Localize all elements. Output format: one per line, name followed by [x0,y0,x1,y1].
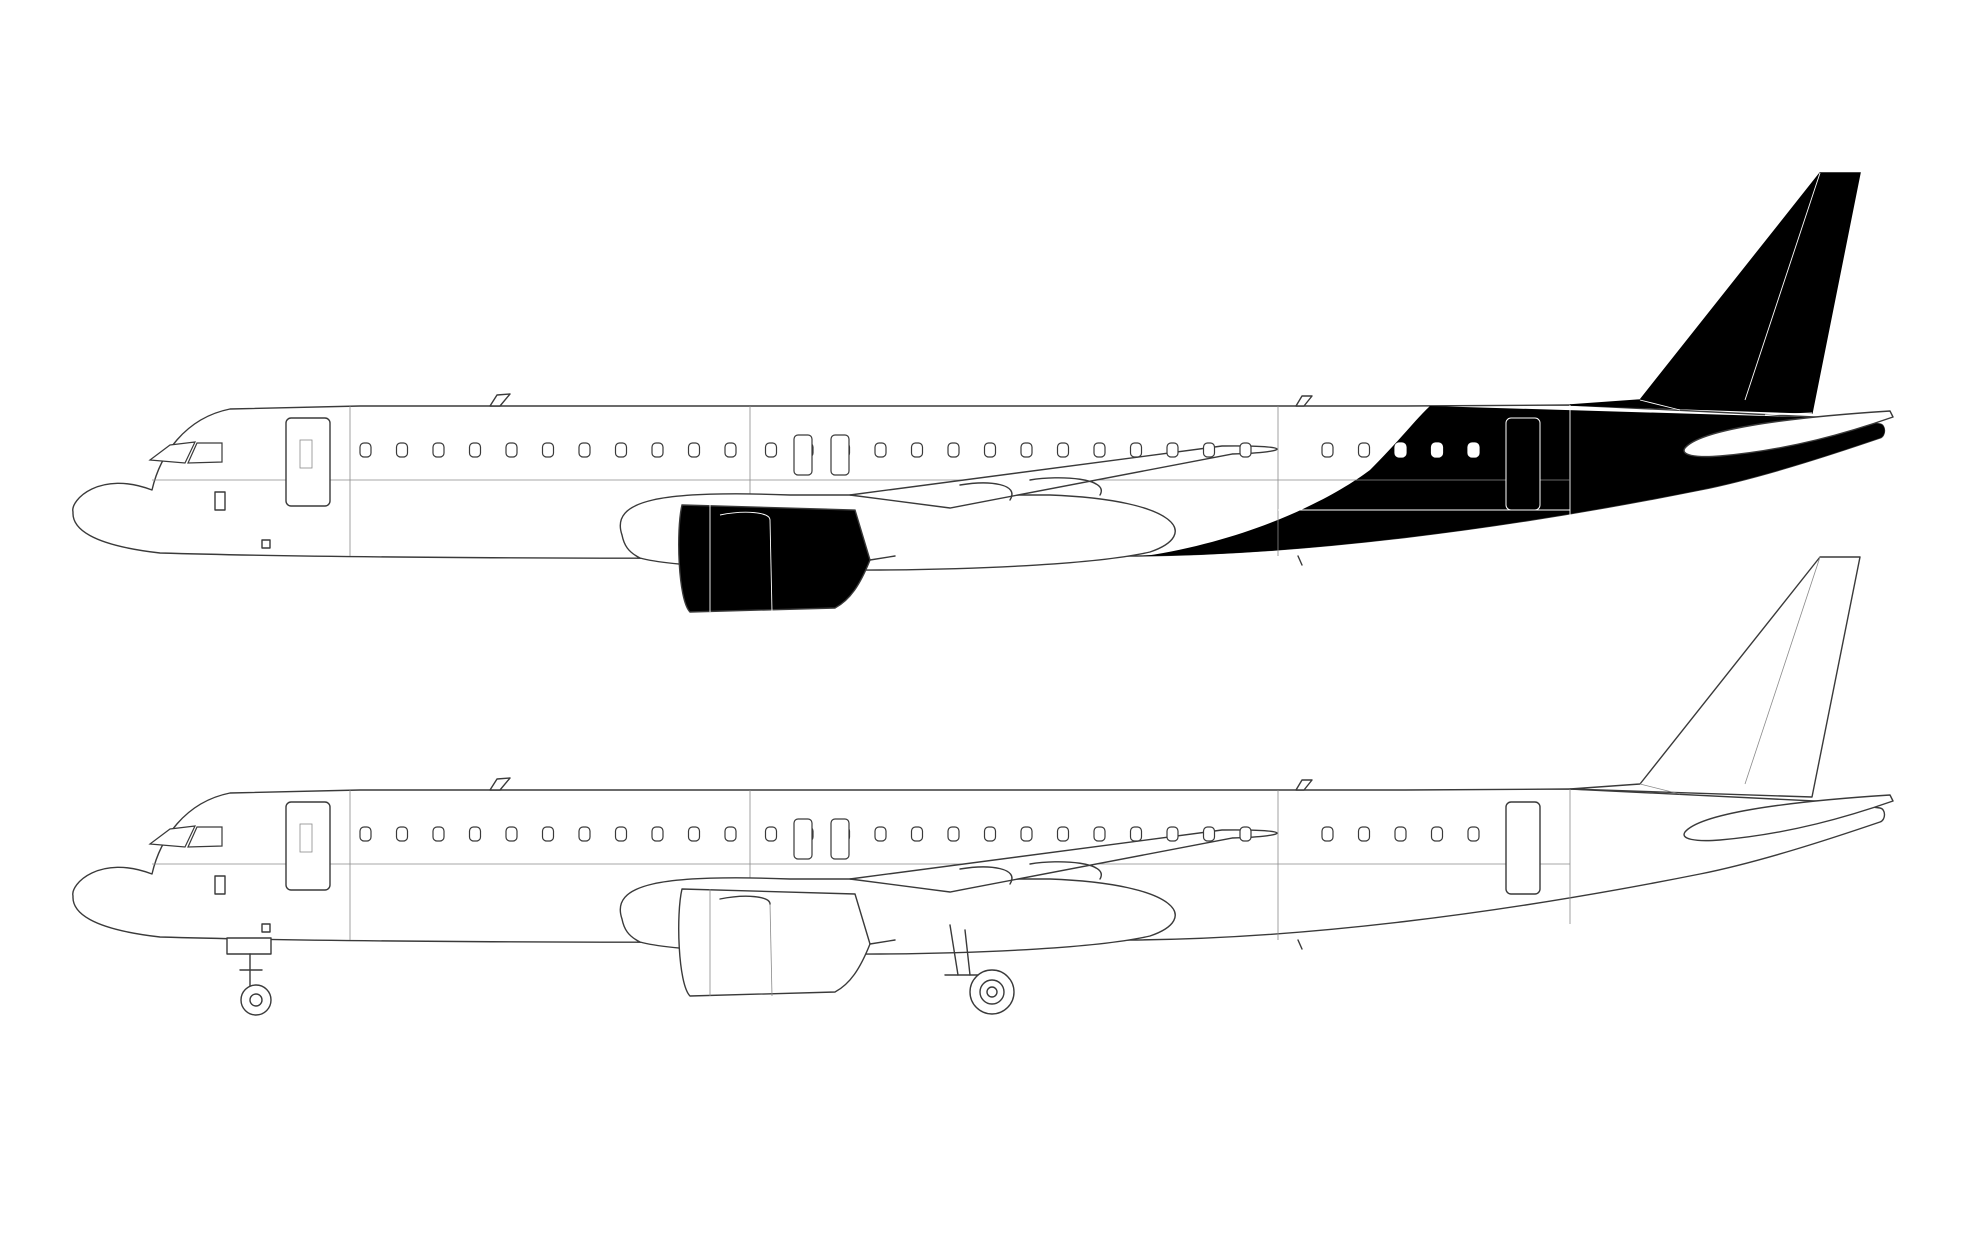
cabin-window [1239,442,1252,458]
cabin-window [724,442,737,458]
aircraft-view-livery [72,172,1894,613]
cabin-window [359,442,372,458]
cabin-window [1357,442,1371,458]
cabin-window [1129,442,1143,458]
cabin-window [1020,442,1033,458]
cabin-window [1093,826,1106,842]
cabin-window [651,442,664,458]
cabin-window [395,442,409,458]
cabin-window [578,826,591,842]
cabin-window [614,826,628,842]
cabin-window [1202,442,1216,458]
cabin-window [1093,442,1106,458]
overwing-exit [830,434,850,476]
cabin-window [614,442,628,458]
cabin-window [1166,442,1179,458]
cabin-window [578,442,591,458]
cabin-window [505,826,518,842]
cabin-window [1321,826,1334,842]
window-row-blank [359,818,1480,860]
cabin-window [687,442,701,458]
cabin-window [1467,442,1480,458]
cabin-window [983,442,997,458]
cabin-window [983,826,997,842]
cabin-window [764,826,778,842]
cabin-window [395,826,409,842]
cabin-window [947,442,960,458]
cabin-window [910,826,924,842]
cabin-window [1357,826,1371,842]
cabin-window [910,442,924,458]
cabin-window [1430,826,1444,842]
cabin-window [1129,826,1143,842]
cabin-window [1321,442,1334,458]
cabin-window [359,826,372,842]
cabin-window [541,826,555,842]
cabin-window [1020,826,1033,842]
overwing-exit [793,434,813,476]
aircraft-view-blank [72,556,1894,997]
cabin-window [1239,826,1252,842]
cabin-window [874,442,887,458]
cabin-window [432,826,445,842]
cabin-window [947,826,960,842]
cabin-window [1394,826,1407,842]
window-row-livery [359,434,1480,476]
cabin-window [505,442,518,458]
cabin-window [764,442,778,458]
overwing-exit [793,818,813,860]
cabin-window [432,442,445,458]
cabin-window [1467,826,1480,842]
nose-landing-gear [226,937,272,1016]
cabin-window [1056,442,1070,458]
overwing-exit [830,818,850,860]
cabin-window [468,442,482,458]
cabin-window [687,826,701,842]
cabin-window [468,826,482,842]
cabin-window [651,826,664,842]
cabin-window [1056,826,1070,842]
cabin-window [874,826,887,842]
cabin-window [1394,442,1407,458]
cabin-window [1430,442,1444,458]
cabin-window [1202,826,1216,842]
cabin-window [724,826,737,842]
cabin-window [1166,826,1179,842]
cabin-window [541,442,555,458]
